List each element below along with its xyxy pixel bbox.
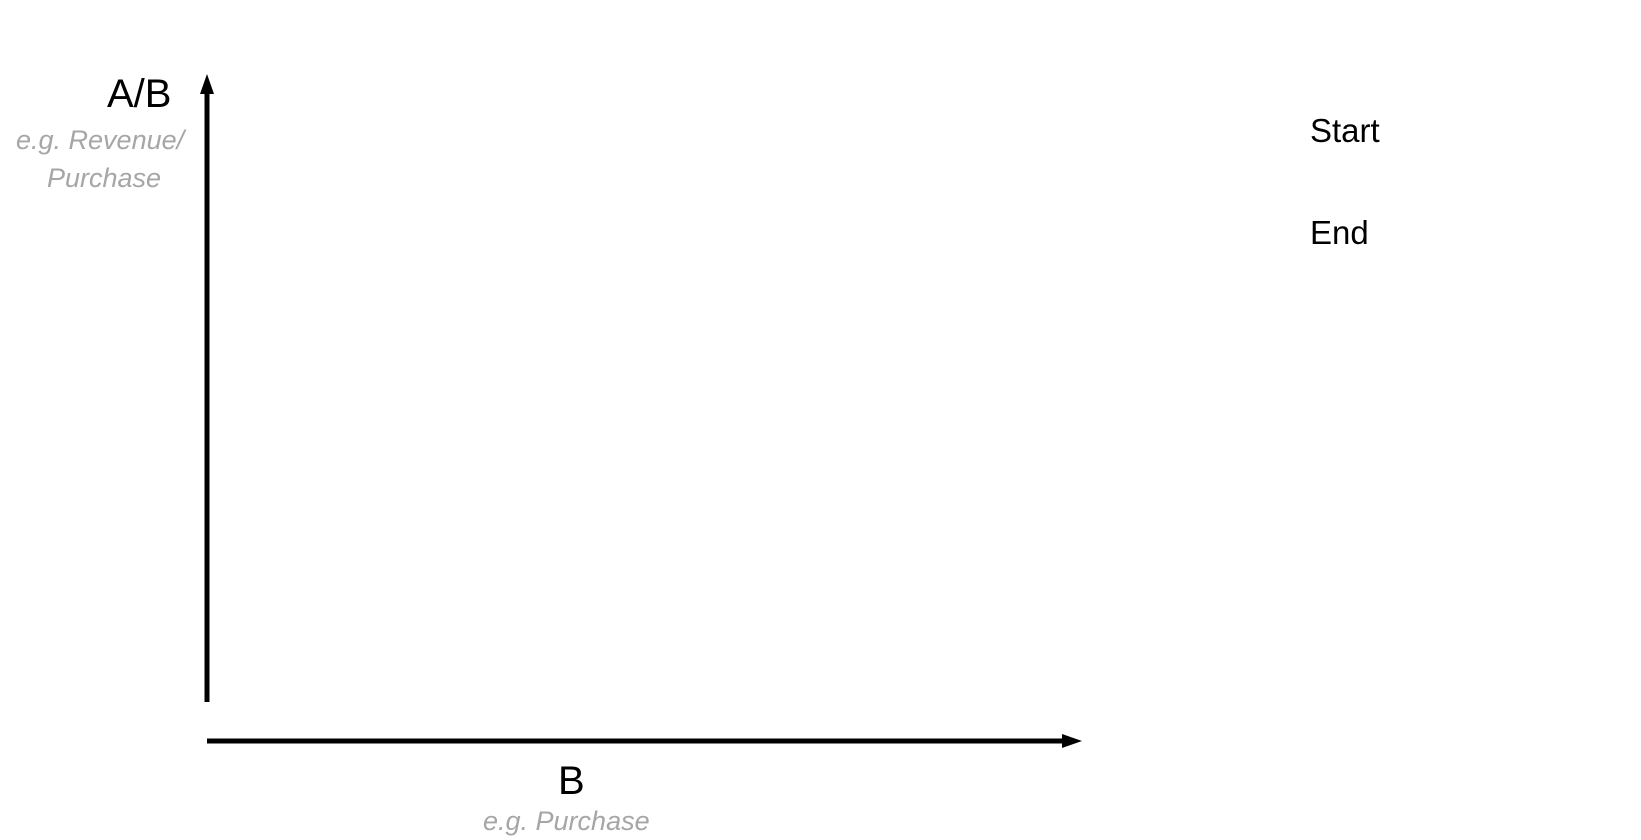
x-axis-example: e.g. Purchase <box>483 806 650 836</box>
x-axis-title: B <box>558 759 585 803</box>
y-axis-title: A/B <box>107 72 172 116</box>
y-axis-example-line2: Purchase <box>47 163 162 193</box>
x-axis-arrowhead <box>1062 734 1082 748</box>
y-axis-example-line1: e.g. Revenue/ <box>16 125 185 155</box>
legend-end-label: End <box>1310 214 1369 251</box>
legend-start-label: Start <box>1310 112 1380 149</box>
y-axis-arrowhead <box>200 74 214 94</box>
